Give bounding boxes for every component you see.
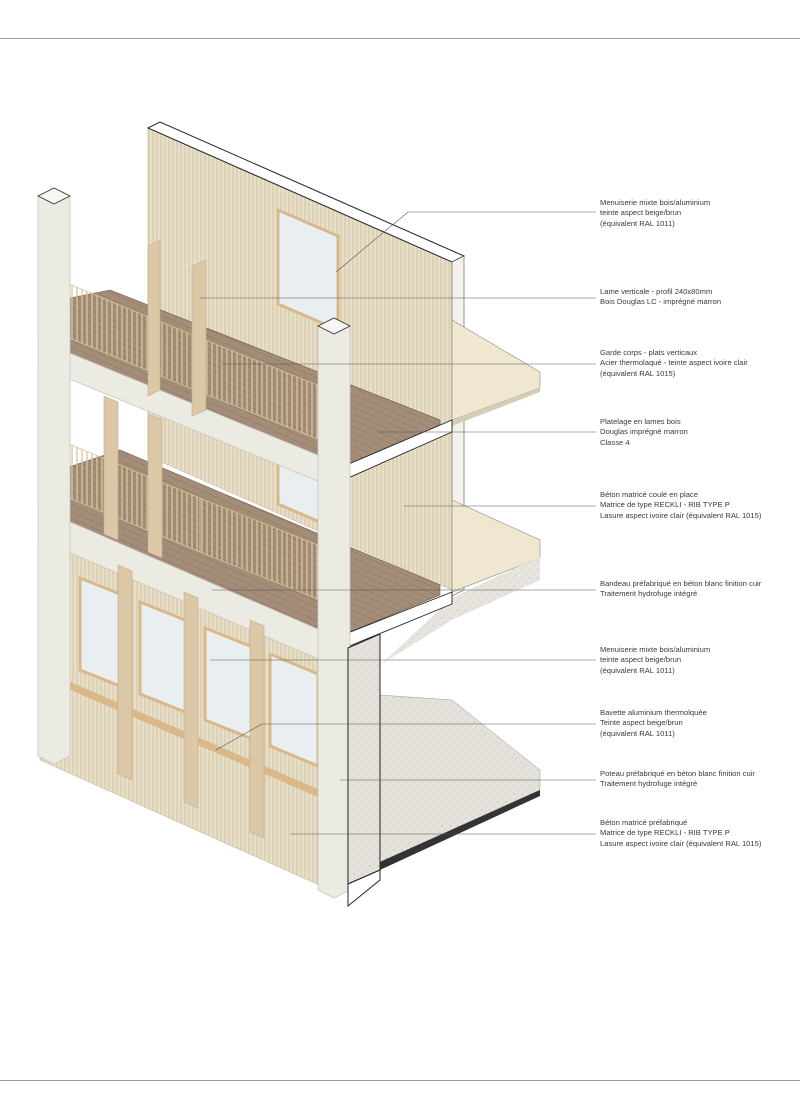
- callout-line: (équivalent RAL 1011): [600, 665, 675, 675]
- callout-line: Béton matricé coulé en place: [600, 490, 698, 499]
- callout-line: Menuiserie mixte bois/aluminium: [600, 645, 711, 654]
- leader-line-1: [335, 211, 596, 273]
- balcony-timber-posts: [103, 239, 207, 559]
- callout-line: Lame verticale - profil 240x80mm: [600, 287, 713, 296]
- callout-line: Bavette aluminium thermolquée: [600, 708, 707, 717]
- callout-line: (équivalent RAL 1011): [600, 218, 675, 228]
- callout-line: Béton matricé préfabriqué: [600, 818, 688, 827]
- callout-line: Classe 4: [600, 437, 630, 447]
- callout-line: Garde corps - plats verticaux: [600, 348, 698, 357]
- top-rule: [0, 38, 800, 39]
- concrete-columns: [37, 187, 351, 899]
- callout-label-6: Bandeau préfabriqué en béton blanc finit…: [600, 579, 796, 600]
- callout-line: (équivalent RAL 1011): [600, 728, 675, 738]
- callout-leader-lines: [200, 211, 596, 835]
- callout-line: Douglas imprégné marron: [600, 427, 688, 437]
- callout-line: Teinte aspect beige/brun: [600, 718, 683, 728]
- callout-line: (équivalent RAL 1015): [600, 368, 676, 378]
- callout-line: Bois Douglas LC - imprégné marron: [600, 297, 722, 307]
- callout-line: Platelage en lames bois: [600, 417, 681, 426]
- ground-floor-wall-section: [347, 633, 381, 908]
- leader-line-8: [215, 723, 596, 751]
- callout-line: teinte aspect beige/brun: [600, 655, 682, 665]
- callout-line: Acier thermolaqué - teinte aspect ivoire…: [600, 358, 748, 368]
- floor-slabs-section: [379, 319, 541, 870]
- callout-line: Bandeau préfabriqué en béton blanc finit…: [600, 579, 762, 588]
- bottom-rule: [0, 1080, 800, 1081]
- callout-line: Traitement hydrofuge intégré: [600, 589, 698, 599]
- callout-label-9: Poteau préfabriqué en béton blanc finiti…: [600, 769, 796, 790]
- callout-line: Lasure aspect ivoire clair (équivalent R…: [600, 838, 762, 848]
- callout-line: Poteau préfabriqué en béton blanc finiti…: [600, 769, 755, 778]
- callout-line: Matrice de type RECKLI - RIB TYPE P: [600, 500, 730, 510]
- ground-floor-posts: [117, 564, 265, 839]
- callout-line: Matrice de type RECKLI - RIB TYPE P: [600, 828, 730, 838]
- upper-cladding-wall: [146, 121, 466, 597]
- callout-line: Menuiserie mixte bois/aluminium: [600, 198, 711, 207]
- callout-line: Lasure aspect ivoire clair (équivalent R…: [600, 510, 762, 520]
- callout-line: Traitement hydrofuge intégré: [600, 779, 698, 789]
- callout-line: teinte aspect beige/brun: [600, 208, 682, 218]
